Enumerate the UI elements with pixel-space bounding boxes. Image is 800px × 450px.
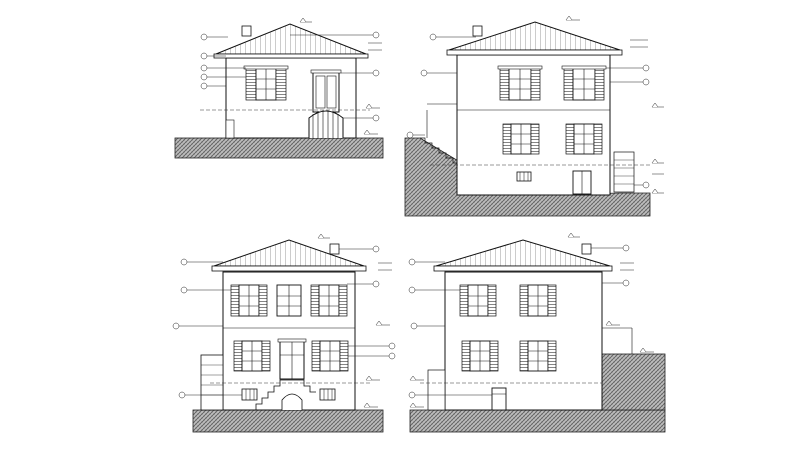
level-marks [299, 17, 382, 135]
leader-callouts [172, 245, 396, 399]
basement-vent [319, 388, 336, 401]
exterior-stairs [250, 379, 316, 411]
window-shuttered [519, 340, 557, 372]
leader-callouts [200, 31, 380, 122]
side-annex [200, 354, 224, 411]
iron-gate [308, 110, 344, 138]
window-shuttered [233, 340, 271, 372]
window-plain [276, 284, 302, 317]
side-elevation-left [408, 232, 666, 433]
ground-hatch [174, 137, 384, 159]
basement-vent [516, 171, 532, 182]
ground-hatch [192, 409, 384, 433]
leader-callouts [406, 33, 650, 189]
roof-eave [446, 49, 623, 56]
basement-door [572, 170, 592, 195]
roof-eave [433, 265, 613, 272]
rear-door [277, 338, 307, 380]
window-shuttered [497, 65, 543, 101]
window-shuttered [519, 284, 557, 317]
leader-callouts [408, 244, 630, 399]
stair-arch [281, 393, 303, 410]
chimney [581, 243, 592, 255]
chimney [472, 25, 483, 37]
side-elevation-right [404, 15, 664, 217]
retaining-wall-hatch [601, 353, 666, 411]
window-shuttered [459, 284, 497, 317]
basement-vent [241, 388, 258, 401]
window-shuttered [243, 65, 289, 101]
chimney [329, 243, 340, 255]
front-door [310, 69, 342, 113]
roof-eave [213, 53, 369, 59]
window-shuttered [461, 340, 499, 372]
window-shuttered [502, 123, 540, 155]
ground-hatch [409, 409, 666, 433]
window-shuttered [310, 284, 348, 317]
window-shuttered [230, 284, 268, 317]
rear-elevation [172, 233, 396, 433]
level-marks [317, 233, 392, 408]
roof-eave [211, 265, 367, 272]
roof [213, 239, 365, 267]
window-shuttered [311, 340, 349, 372]
window-shuttered [561, 65, 607, 101]
level-marks [409, 232, 654, 408]
roof [215, 23, 367, 55]
chimney [241, 25, 252, 37]
basement-door [491, 387, 507, 411]
window-shuttered [565, 123, 603, 155]
level-marks [565, 15, 664, 194]
front-elevation [174, 17, 384, 159]
